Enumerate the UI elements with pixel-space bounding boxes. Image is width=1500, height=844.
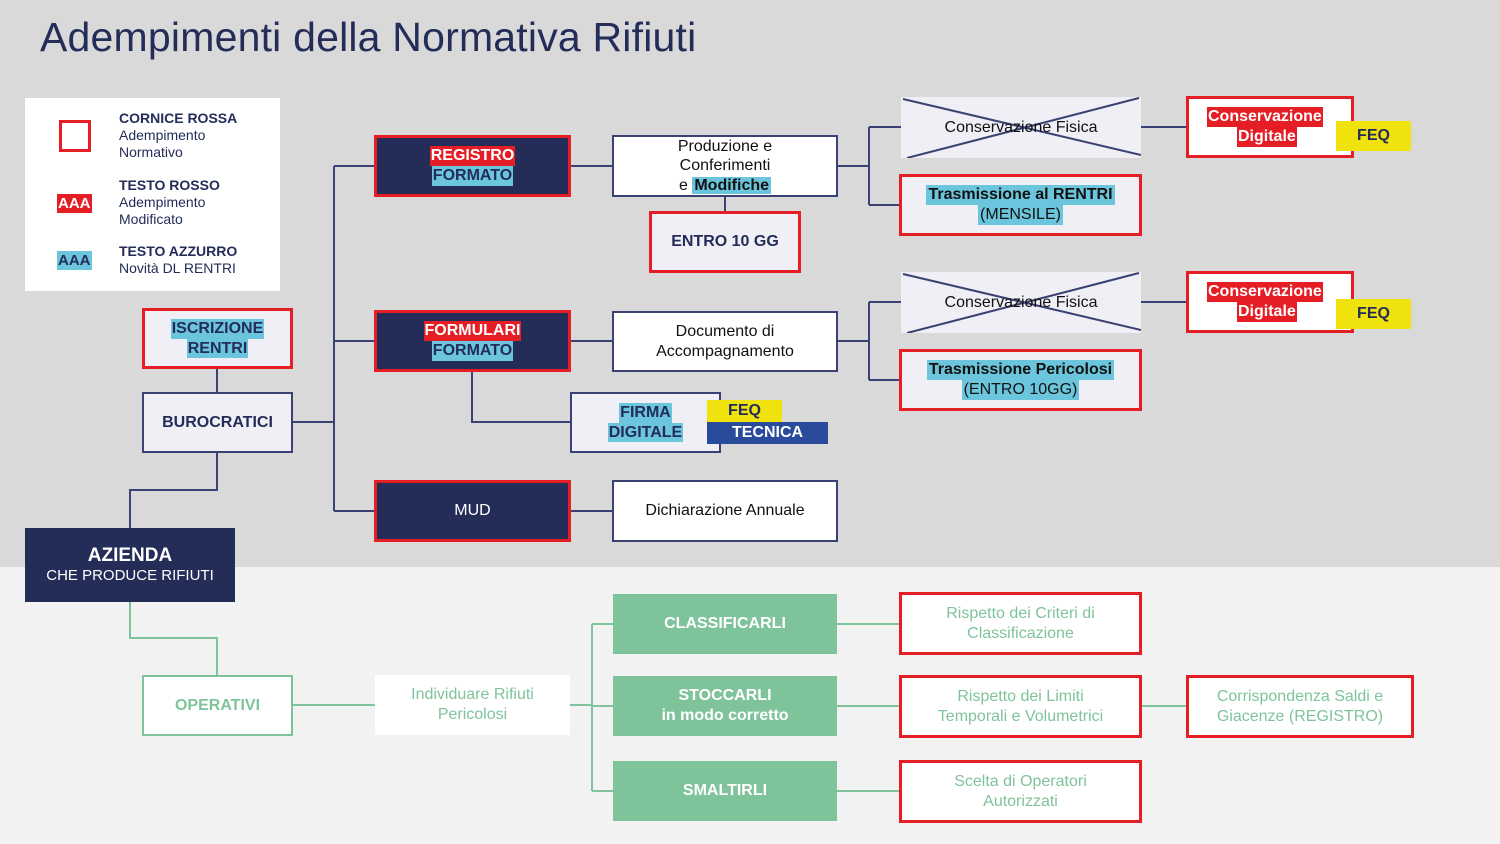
node-dichiarazione-annuale[interactable]: Dichiarazione Annuale bbox=[612, 480, 838, 542]
node-label: CLASSIFICARLI bbox=[664, 615, 786, 633]
node-label: (ENTRO 10GG) bbox=[961, 380, 1080, 400]
legend-line: Adempimento bbox=[119, 127, 206, 143]
node-label: Conferimenti bbox=[679, 157, 771, 175]
node-label: DIGITALE bbox=[607, 422, 684, 443]
node-label: Documento di bbox=[675, 322, 775, 340]
node-label: BUROCRATICI bbox=[162, 413, 273, 431]
node-smaltirli[interactable]: SMALTIRLI bbox=[613, 761, 837, 821]
node-label: Digitale bbox=[1237, 302, 1297, 322]
node-label: e bbox=[678, 176, 688, 194]
node-label: Produzione e bbox=[677, 138, 773, 156]
node-label: in modo corretto bbox=[661, 707, 789, 724]
node-label: Conservazione bbox=[1207, 282, 1323, 302]
node-label: Autorizzati bbox=[983, 792, 1058, 810]
node-highlight: Modifiche bbox=[692, 176, 772, 194]
node-mud[interactable]: MUD bbox=[374, 480, 571, 542]
legend-line: Modificato bbox=[119, 211, 183, 227]
node-iscrizione-rentri[interactable]: ISCRIZIONE RENTRI bbox=[142, 308, 293, 369]
tecnica-badge: TECNICA bbox=[707, 422, 828, 444]
node-label: FORMATO bbox=[431, 166, 514, 186]
node-label: (MENSILE) bbox=[978, 205, 1063, 225]
node-label: Classificazione bbox=[967, 624, 1074, 642]
node-registro-formato[interactable]: REGISTRO FORMATO bbox=[374, 135, 571, 197]
node-azienda[interactable]: AZIENDA CHE PRODUCE RIFIUTI bbox=[25, 528, 235, 602]
node-entro-10-gg[interactable]: ENTRO 10 GG bbox=[649, 211, 801, 273]
red-text-swatch: AAA bbox=[57, 194, 92, 213]
legend-line: Normativo bbox=[119, 144, 183, 160]
node-operativi[interactable]: OPERATIVI bbox=[142, 675, 293, 736]
node-conservazione-digitale-formulari[interactable]: Conservazione Digitale bbox=[1186, 271, 1354, 333]
node-label: Trasmissione al RENTRI bbox=[926, 185, 1115, 205]
node-scelta-operatori[interactable]: Scelta di Operatori Autorizzati bbox=[899, 760, 1142, 823]
node-label: ISCRIZIONE bbox=[170, 318, 265, 339]
node-conservazione-fisica-formulari[interactable]: Conservazione Fisica bbox=[901, 272, 1141, 333]
node-subtitle: CHE PRODUCE RIFIUTI bbox=[46, 567, 214, 585]
node-label: Temporali e Volumetrici bbox=[937, 707, 1104, 725]
node-label: FORMATO bbox=[431, 341, 514, 361]
legend-title: CORNICE ROSSA bbox=[119, 110, 238, 126]
cross-out-icon bbox=[902, 97, 1141, 158]
node-classificarli[interactable]: CLASSIFICARLI bbox=[613, 594, 837, 654]
legend-line: Adempimento bbox=[119, 194, 206, 210]
legend-title: TESTO AZZURRO bbox=[119, 243, 238, 259]
node-conservazione-digitale-registro[interactable]: Conservazione Digitale bbox=[1186, 96, 1354, 158]
node-label: REGISTRO bbox=[429, 146, 516, 166]
node-label: Conservazione Fisica bbox=[944, 118, 1098, 136]
red-frame-swatch-icon bbox=[59, 120, 91, 152]
legend: CORNICE ROSSA Adempimento Normativo AAA … bbox=[25, 98, 280, 291]
node-individuare-rifiuti[interactable]: Individuare Rifiuti Pericolosi bbox=[375, 675, 570, 735]
node-label: Pericolosi bbox=[437, 706, 508, 723]
legend-line: Novità DL RENTRI bbox=[119, 260, 236, 276]
node-label: MUD bbox=[454, 502, 491, 520]
node-label: Corrispondenza Saldi e bbox=[1216, 687, 1384, 705]
legend-title: TESTO ROSSO bbox=[119, 177, 220, 193]
node-trasmissione-pericolosi[interactable]: Trasmissione Pericolosi (ENTRO 10GG) bbox=[899, 349, 1142, 411]
blue-text-swatch: AAA bbox=[57, 251, 92, 270]
node-corrispondenza-saldi[interactable]: Corrispondenza Saldi e Giacenze (REGISTR… bbox=[1186, 675, 1414, 738]
node-label: Conservazione bbox=[1207, 107, 1323, 127]
node-formulari-formato[interactable]: FORMULARI FORMATO bbox=[374, 310, 571, 372]
node-label: SMALTIRLI bbox=[682, 782, 768, 800]
feq-badge: FEQ bbox=[1336, 121, 1411, 151]
node-rispetto-limiti[interactable]: Rispetto dei Limiti Temporali e Volumetr… bbox=[899, 675, 1142, 738]
node-burocratici[interactable]: BUROCRATICI bbox=[142, 392, 293, 453]
node-label: Rispetto dei Limiti bbox=[957, 687, 1084, 705]
node-label: OPERATIVI bbox=[174, 696, 261, 714]
node-label: Conservazione Fisica bbox=[944, 293, 1098, 311]
node-label: FORMULARI bbox=[423, 321, 522, 341]
node-rispetto-criteri[interactable]: Rispetto dei Criteri di Classificazione bbox=[899, 592, 1142, 655]
connector-formulari-firma bbox=[471, 371, 571, 423]
feq-badge: FEQ bbox=[707, 400, 782, 422]
node-label: Rispetto dei Criteri di bbox=[946, 604, 1095, 622]
node-label: Dichiarazione Annuale bbox=[645, 502, 805, 520]
node-label: FIRMA bbox=[619, 402, 672, 423]
node-label: Giacenze (REGISTRO) bbox=[1216, 707, 1384, 725]
node-stoccarli[interactable]: STOCCARLI in modo corretto bbox=[613, 676, 837, 736]
cross-out-icon bbox=[902, 272, 1141, 333]
node-trasmissione-rentri[interactable]: Trasmissione al RENTRI (MENSILE) bbox=[899, 174, 1142, 236]
node-label: Scelta di Operatori bbox=[954, 772, 1087, 790]
node-title: AZIENDA bbox=[87, 545, 173, 567]
node-label: ENTRO 10 GG bbox=[671, 233, 779, 251]
connector-azienda-burocratici bbox=[129, 452, 218, 528]
node-label: Accompagnamento bbox=[656, 342, 794, 360]
node-conservazione-fisica-registro[interactable]: Conservazione Fisica bbox=[901, 97, 1141, 158]
node-label: RENTRI bbox=[186, 338, 249, 359]
node-label: Digitale bbox=[1237, 127, 1297, 147]
node-label: Trasmissione Pericolosi bbox=[926, 360, 1115, 380]
node-documento-accompagnamento[interactable]: Documento di Accompagnamento bbox=[612, 311, 838, 372]
node-label: STOCCARLI bbox=[678, 687, 772, 705]
node-firma-digitale[interactable]: FIRMA DIGITALE bbox=[570, 392, 721, 453]
feq-badge: FEQ bbox=[1336, 299, 1411, 329]
node-label: Individuare Rifiuti bbox=[411, 686, 534, 704]
page-title: Adempimenti della Normativa Rifiuti bbox=[40, 14, 697, 60]
connector-azienda-operativi bbox=[129, 602, 218, 675]
node-produzione-conferimenti[interactable]: Produzione e Conferimenti e Modifiche bbox=[612, 135, 838, 197]
